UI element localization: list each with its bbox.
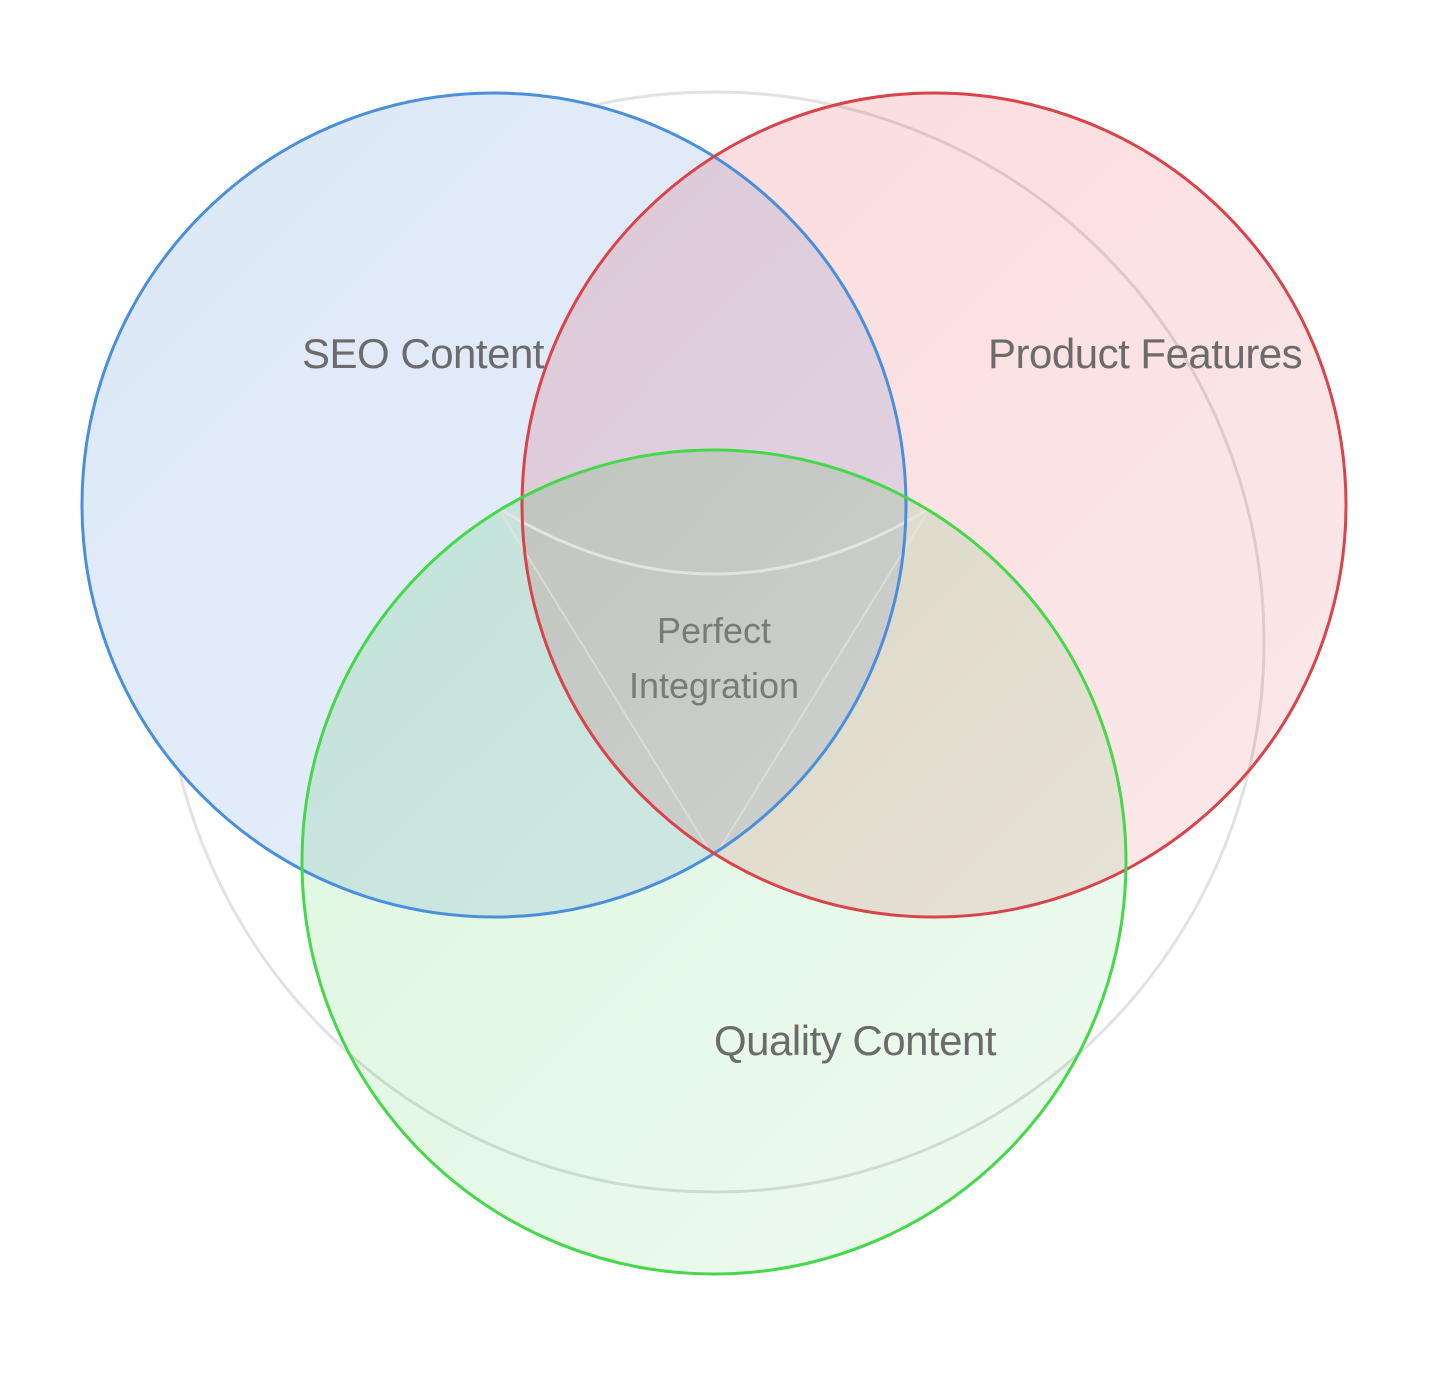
intersection-label-line2: Integration bbox=[629, 665, 799, 706]
quality-content-circle bbox=[302, 450, 1126, 1274]
product-features-label: Product Features bbox=[988, 330, 1302, 377]
inner-arc-left bbox=[497, 507, 715, 859]
product-features-outline bbox=[520, 91, 1348, 919]
inner-arc-right bbox=[713, 507, 931, 859]
seo-content-label: SEO Content bbox=[302, 330, 545, 377]
intersection-label-line1: Perfect bbox=[657, 610, 771, 651]
quality-content-outline bbox=[300, 448, 1128, 1276]
seo-content-outline bbox=[80, 91, 908, 919]
inner-arc bbox=[497, 506, 931, 576]
quality-content-label: Quality Content bbox=[714, 1017, 997, 1064]
